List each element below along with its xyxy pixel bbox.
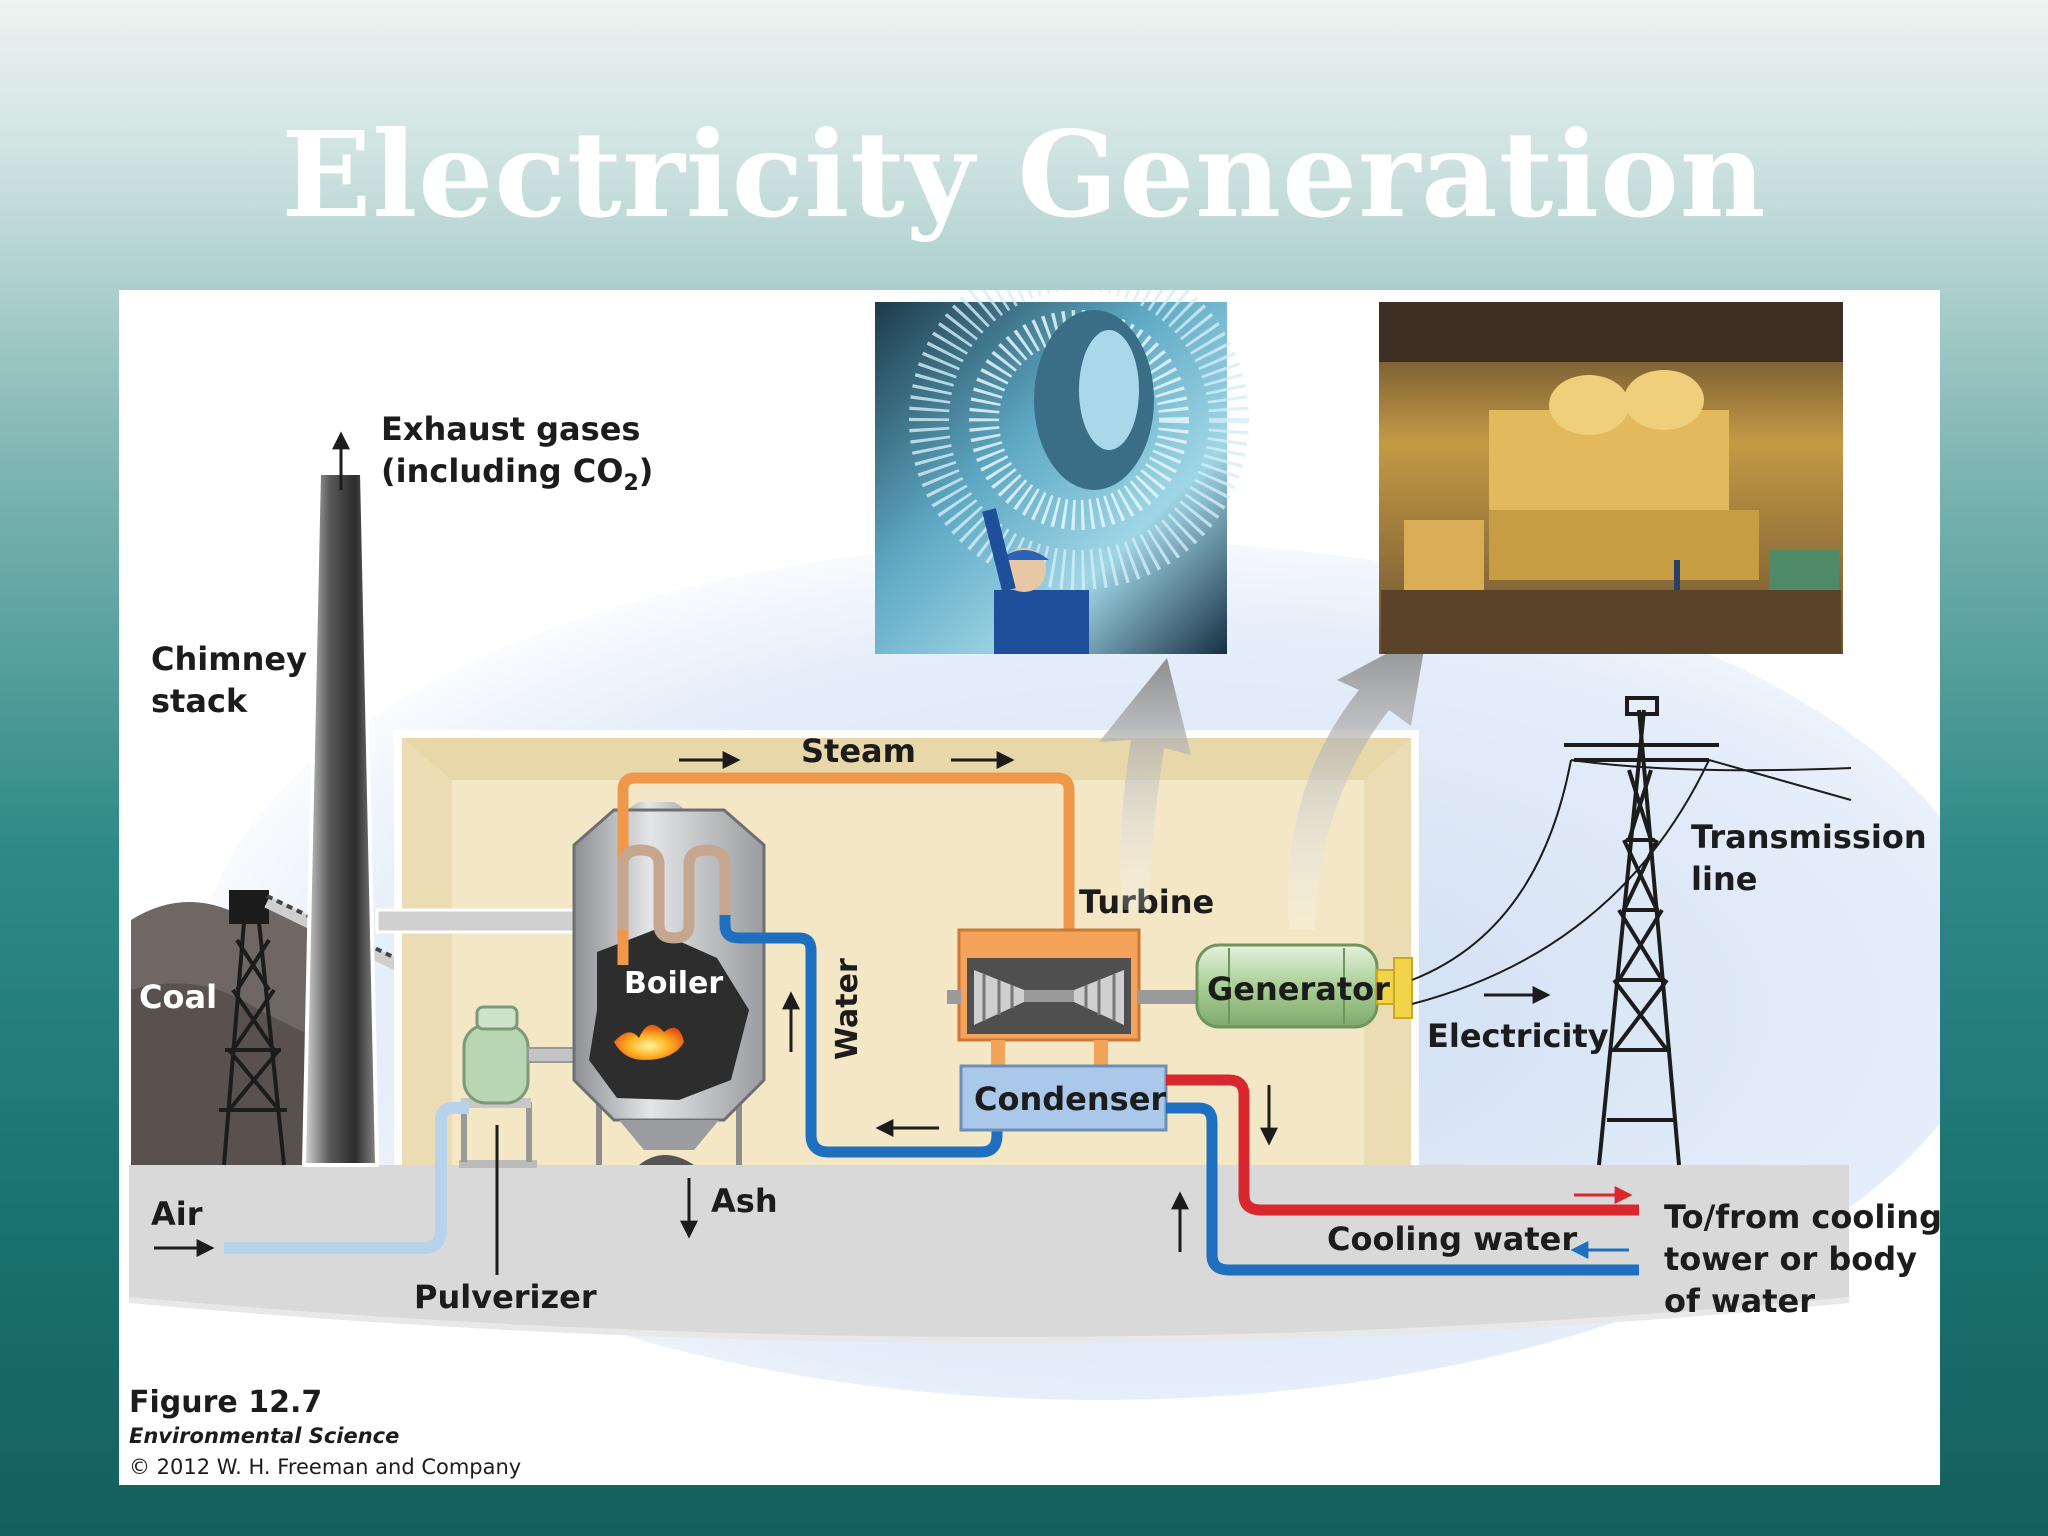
ash-label: Ash <box>711 1182 778 1220</box>
exhaust-label-line2: (including CO2) <box>381 452 653 496</box>
transmission-wires <box>1411 759 1852 1005</box>
chimney-stack <box>301 471 380 1167</box>
steam-label: Steam <box>801 732 916 770</box>
electricity-label: Electricity <box>1427 1017 1609 1055</box>
copyright: © 2012 W. H. Freeman and Company <box>129 1455 521 1479</box>
coal-conveyor-tower <box>219 890 287 1166</box>
chimney-label-line2: stack <box>151 682 248 720</box>
pulverizer <box>459 1005 537 1168</box>
cooling-hot-pipe <box>1166 1074 1639 1216</box>
cooling-dest-line2: tower or body <box>1664 1240 1917 1278</box>
air-pipe <box>224 1102 469 1254</box>
generator <box>1195 943 1413 1029</box>
generator-photo-arrow <box>1287 632 1427 930</box>
cooling-dest-line3: of water <box>1664 1282 1815 1320</box>
figure-number: Figure 12.7 <box>129 1385 322 1420</box>
coal-label: Coal <box>139 978 217 1016</box>
ground-shade <box>128 1297 1850 1343</box>
condenser <box>959 1064 1168 1132</box>
exhaust-label-line1: Exhaust gases <box>381 410 640 448</box>
transmission-tower <box>1564 696 1719 1166</box>
water-label: Water <box>830 958 865 1060</box>
slide-title: Electricity Generation <box>281 105 1767 244</box>
air-label: Air <box>151 1195 203 1233</box>
generator-label: Generator <box>1207 970 1390 1008</box>
turbine <box>947 928 1217 1068</box>
power-plant-diagram: Coal Exhaust gases (including CO2) Chimn… <box>128 290 1940 1479</box>
chimney-label-line1: Chimney <box>151 640 307 678</box>
boiler: Boiler <box>572 802 766 1165</box>
boiler-label: Boiler <box>624 966 723 1001</box>
turbine-photo <box>875 290 1249 654</box>
turbine-photo-arrow <box>1099 658 1191 910</box>
pulverizer-label: Pulverizer <box>414 1278 597 1316</box>
steam-pipe <box>617 772 1075 965</box>
boiler-flame <box>614 1024 684 1060</box>
diagram-panel: Coal Exhaust gases (including CO2) Chimn… <box>119 290 1940 1485</box>
cooling-water-label: Cooling water <box>1327 1220 1577 1258</box>
book-title: Environmental Science <box>129 1424 399 1448</box>
cooling-dest-line1: To/from cooling <box>1664 1198 1940 1236</box>
transmission-label-line2: line <box>1691 860 1757 898</box>
generator-photo <box>1379 302 1843 654</box>
condenser-label: Condenser <box>974 1080 1166 1118</box>
flue-duct <box>375 908 594 934</box>
water-pipe <box>767 932 1003 1158</box>
cooling-cold-pipe <box>1166 1102 1639 1276</box>
transmission-label-line1: Transmission <box>1691 818 1927 856</box>
